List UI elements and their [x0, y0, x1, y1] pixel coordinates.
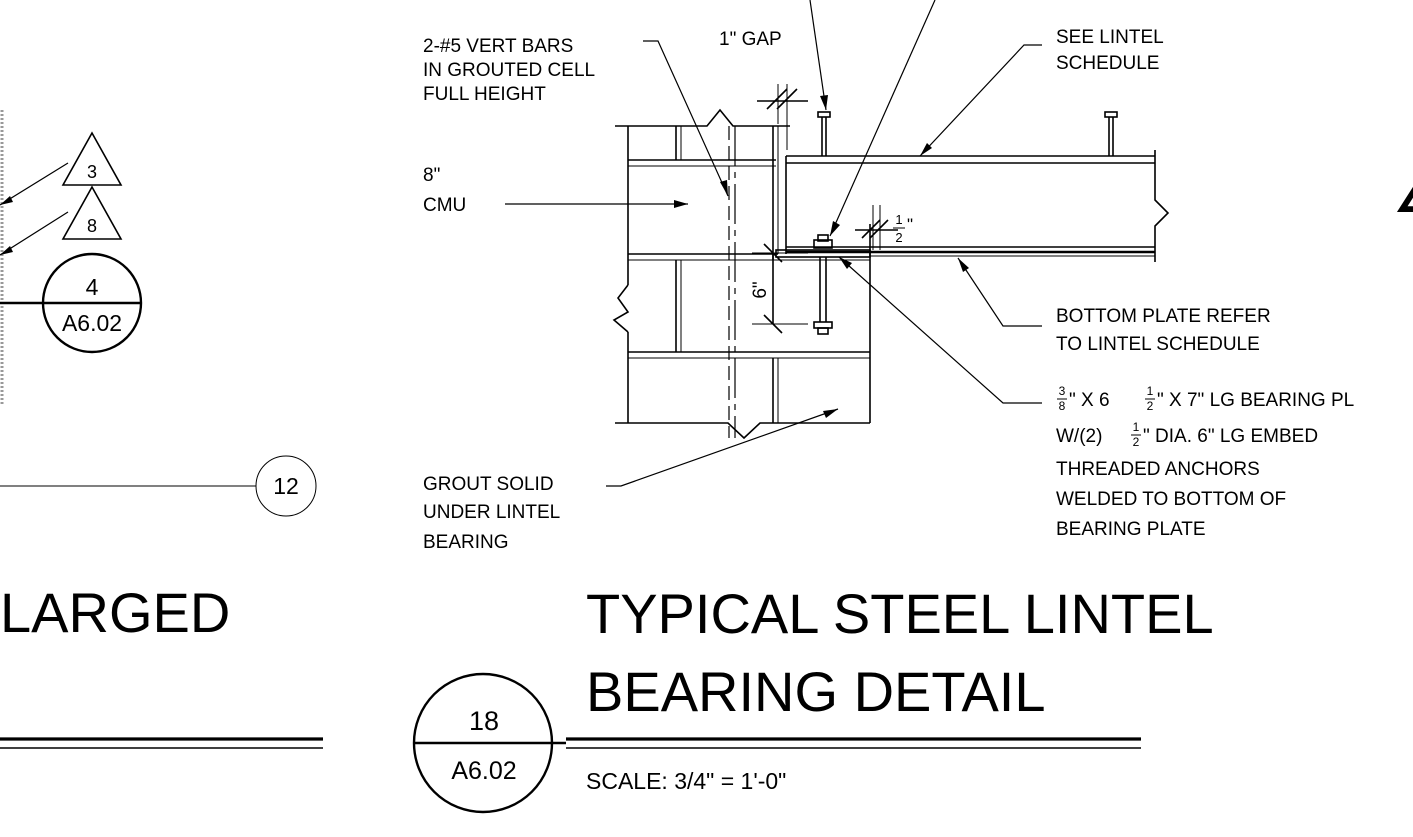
bearing-plate-assembly	[775, 234, 871, 335]
shear-stud-head	[817, 111, 831, 118]
revision-triangle-3	[61, 131, 123, 186]
gap-dimension	[757, 84, 808, 150]
note-gap: 1" GAP	[719, 0, 828, 111]
note-vert-bars: 2-#5 VERT BARS IN GROUTED CELL FULL HEIG…	[423, 36, 729, 197]
steel-lintel	[785, 111, 1170, 262]
bp-frac1-den: 8	[1059, 399, 1066, 413]
bp-line2-b: " DIA. 6" LG EMBED	[1143, 426, 1318, 447]
shear-stud-head	[1104, 111, 1118, 118]
lintel-break-line	[1154, 150, 1170, 262]
left-detail: 3 8 4 A6.02 12 LARGED	[0, 110, 323, 749]
right-edge-symbol: ∠	[1392, 160, 1413, 225]
note-bearing-plate: 3 8 " X 6 1 2 " X 7" LG BEARING PL W/(2)…	[838, 256, 1354, 540]
left-detail-title: LARGED	[0, 581, 230, 644]
bp-line4: WELDED TO BOTTOM OF	[1056, 489, 1286, 510]
note-see-lintel-line2: SCHEDULE	[1056, 53, 1159, 74]
detail-number: 18	[469, 706, 499, 736]
note-grout-line1: GROUT SOLID	[423, 474, 554, 495]
detail-title-block: TYPICAL STEEL LINTEL BEARING DETAIL 18 A…	[412, 582, 1214, 814]
note-bottom-plate-line1: BOTTOM PLATE REFER	[1056, 306, 1271, 327]
leader-tag-3	[0, 162, 69, 206]
bp-line3: THREADED ANCHORS	[1056, 459, 1260, 480]
weld-nut	[813, 239, 833, 249]
detail-sheet: A6.02	[451, 757, 516, 785]
arrowhead	[0, 196, 13, 205]
revision-triangle-8-label: 8	[87, 216, 97, 236]
wall-left-break	[612, 284, 630, 333]
leader-bearing-nut	[829, 0, 936, 237]
note-grout-line2: UNDER LINTEL	[423, 502, 560, 523]
anchor-tip	[817, 327, 829, 335]
bp-frac1-num: 3	[1059, 384, 1066, 398]
arrowhead	[0, 246, 13, 255]
detail-title-line1: TYPICAL STEEL LINTEL	[586, 582, 1214, 645]
half-inch-num: 1	[895, 212, 902, 227]
six-inch-label: 6"	[750, 281, 771, 298]
detail-title-line2: BEARING DETAIL	[586, 660, 1046, 723]
note-cmu: 8" CMU	[423, 165, 688, 216]
note-see-lintel-line1: SEE LINTEL	[1056, 27, 1164, 48]
note-see-lintel: SEE LINTEL SCHEDULE	[919, 27, 1164, 157]
wall-top-break	[680, 108, 790, 127]
six-inch-dimension	[752, 243, 808, 334]
half-inch-dimension	[855, 205, 898, 250]
bp-line1-b: " X 7" LG BEARING PL	[1157, 390, 1354, 411]
leader-tag-8	[0, 211, 69, 256]
cmu-wall	[612, 108, 871, 440]
bp-frac3-den: 2	[1133, 435, 1140, 449]
note-grout: GROUT SOLID UNDER LINTEL BEARING	[423, 408, 839, 553]
bp-frac2-den: 2	[1147, 399, 1154, 413]
half-inch-den: 2	[895, 230, 902, 245]
bp-line2-a: W/(2)	[1056, 426, 1108, 447]
revision-triangle-8	[61, 185, 123, 240]
bp-line5: BEARING PLATE	[1056, 519, 1206, 540]
note-gap-text: 1" GAP	[719, 29, 782, 50]
note-vert-bars-line3: FULL HEIGHT	[423, 84, 546, 105]
half-inch-unit: "	[907, 215, 913, 234]
note-vert-bars-line2: IN GROUTED CELL	[423, 60, 595, 81]
grid-bubble-12-label: 12	[273, 473, 299, 499]
note-bottom-plate: BOTTOM PLATE REFER TO LINTEL SCHEDULE	[957, 257, 1271, 355]
detail-scale: SCALE: 3/4" = 1'-0"	[586, 768, 786, 794]
note-cmu-size: 8"	[423, 165, 440, 186]
revision-triangle-3-label: 3	[87, 162, 97, 182]
weld-washer	[817, 234, 829, 242]
bp-frac2-num: 1	[1147, 384, 1154, 398]
note-bottom-plate-line2: TO LINTEL SCHEDULE	[1056, 334, 1260, 355]
note-cmu-label: CMU	[423, 195, 466, 216]
wall-bottom-break	[615, 422, 870, 440]
note-half-inch: 1 2 "	[893, 212, 913, 245]
section-bubble-sheet: A6.02	[62, 310, 122, 336]
section-bubble-number: 4	[86, 274, 99, 300]
note-vert-bars-line1: 2-#5 VERT BARS	[423, 36, 573, 57]
bp-frac3-num: 1	[1133, 420, 1140, 434]
grid-bubble-12	[255, 455, 317, 517]
note-grout-line3: BEARING	[423, 532, 509, 553]
bp-line1-a: " X 6	[1069, 390, 1115, 411]
anchor-head	[813, 321, 833, 329]
